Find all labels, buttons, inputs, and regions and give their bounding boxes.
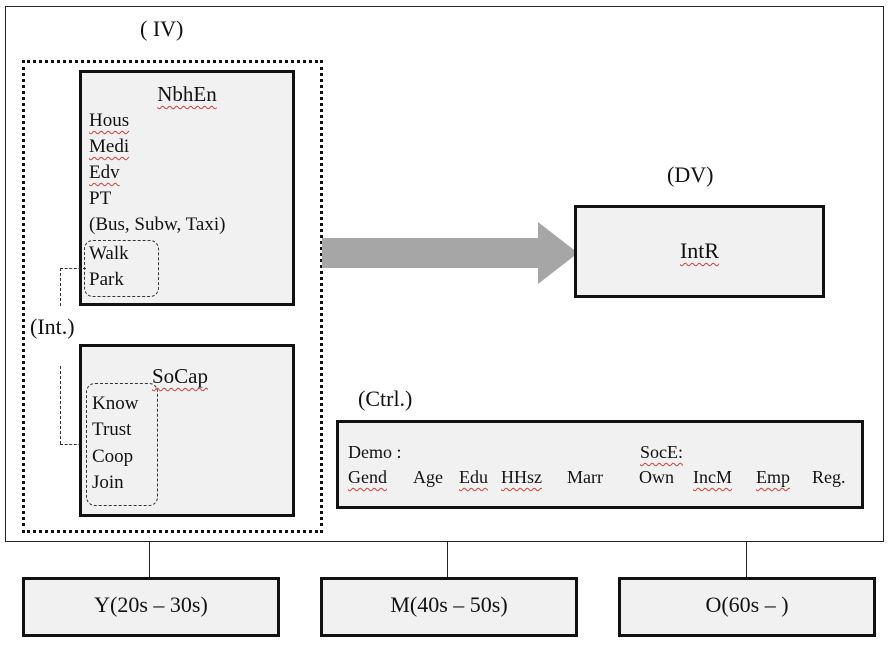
ctrl-var-gend: Gend xyxy=(348,467,387,487)
int-connector-upper xyxy=(60,268,61,306)
socap-item-trust: Trust xyxy=(92,419,132,440)
effect-arrow xyxy=(322,222,578,284)
group-label-old: O(60s – ) xyxy=(705,592,789,617)
group-box-young xyxy=(22,577,280,637)
dv-label: (DV) xyxy=(667,162,714,187)
iv-label: ( IV) xyxy=(140,16,184,41)
group-connector-m xyxy=(447,542,448,577)
nbhen-box xyxy=(79,70,295,306)
controls-box xyxy=(336,420,864,509)
ctrl-var-emp: Emp xyxy=(756,467,790,487)
main-frame xyxy=(5,6,884,542)
ctrl-var-marr: Marr xyxy=(567,467,603,487)
socap-item-coop: Coop xyxy=(92,446,134,467)
iv-container xyxy=(22,60,323,533)
group-connector-o xyxy=(746,542,747,577)
int-connector-lower xyxy=(60,366,61,444)
intr-box xyxy=(574,205,825,298)
socap-title: SoCap xyxy=(152,364,209,388)
nbhen-item-medi: Medi xyxy=(89,136,130,157)
ctrl-var-hhsz: HHsz xyxy=(501,467,542,487)
ctrl-var-reg: Reg. xyxy=(812,467,846,487)
demo-label: Demo : xyxy=(348,442,402,462)
socap-item-join: Join xyxy=(92,472,124,493)
ctrl-var-incm: IncM xyxy=(693,467,732,487)
nbhen-item-pt: PT xyxy=(89,188,112,209)
intr-label: IntR xyxy=(679,238,720,263)
soce-label: SocE: xyxy=(640,442,683,462)
ctrl-label: (Ctrl.) xyxy=(358,386,413,411)
nbhen-item-park: Park xyxy=(89,269,124,290)
int-label: (Int.) xyxy=(30,314,75,339)
ctrl-var-edu: Edu xyxy=(459,467,488,487)
group-label-middle: M(40s – 50s) xyxy=(390,592,508,617)
group-box-middle xyxy=(320,577,578,637)
int-connector-top xyxy=(60,268,86,269)
nbhen-item-walk: Walk xyxy=(89,243,129,264)
socap-items-group xyxy=(86,383,158,506)
int-connector-bottom xyxy=(60,444,86,445)
group-connector-y xyxy=(149,542,150,577)
ctrl-var-own: Own xyxy=(639,467,674,487)
socap-item-know: Know xyxy=(92,393,139,414)
nbhen-item-modes: (Bus, Subw, Taxi) xyxy=(89,214,226,235)
ctrl-var-age: Age xyxy=(413,467,443,487)
group-box-old xyxy=(618,577,876,637)
group-label-young: Y(20s – 30s) xyxy=(94,592,208,617)
nbhen-title: NbhEn xyxy=(157,82,217,106)
nbhen-item-hous: Hous xyxy=(89,110,130,131)
nbhen-item-edv: Edv xyxy=(89,162,120,183)
socap-box xyxy=(79,344,295,517)
